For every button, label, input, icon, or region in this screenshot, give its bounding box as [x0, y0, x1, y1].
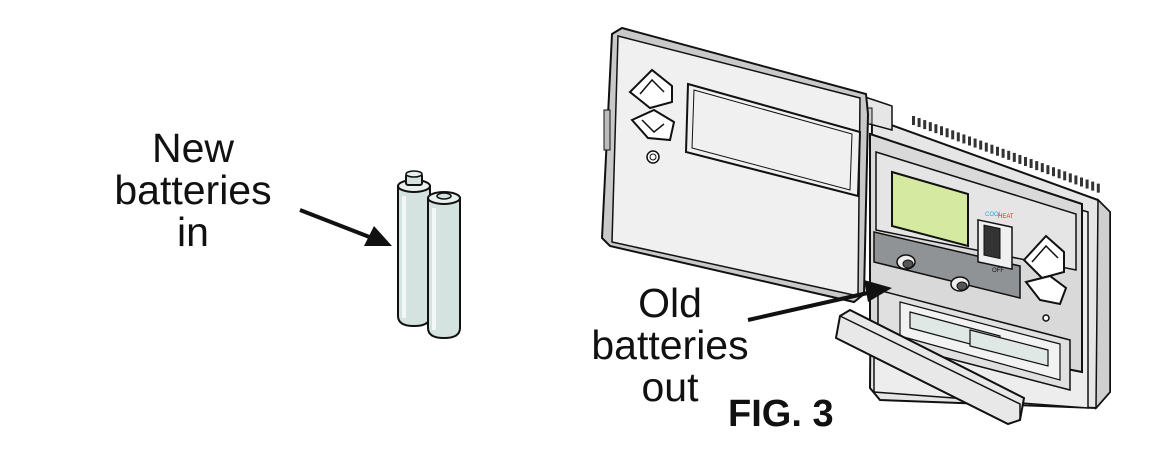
up-arrow-button: [1022, 234, 1065, 280]
battery-compartment: [877, 289, 1071, 391]
front-cover: [600, 26, 870, 304]
vent-slot: [962, 134, 966, 144]
battery-door: [834, 308, 1026, 426]
vent-slot: [1074, 175, 1078, 185]
arrow-new-batteries: [299, 208, 392, 246]
vent-slot: [1052, 167, 1055, 177]
vent-slots: [912, 116, 1100, 193]
old-batteries-label-line1: Old: [638, 280, 702, 326]
vent-slot: [1040, 163, 1044, 173]
vent-slot: [973, 138, 977, 148]
new-batteries-label-line2: batteries: [114, 166, 272, 213]
thermostat: COOL HEAT OFF: [600, 26, 1111, 426]
vent-slot: [996, 146, 999, 156]
vent-slot: [1096, 183, 1100, 193]
figure-label: FIG. 3: [728, 393, 834, 435]
vent-slot: [1029, 159, 1033, 169]
vent-slot: [917, 118, 921, 128]
new-batteries: [397, 170, 461, 340]
down-arrow-button: [1024, 274, 1068, 306]
vent-slot: [1046, 165, 1050, 175]
cover-window: [684, 82, 862, 198]
vent-slot: [1007, 150, 1011, 160]
vent-slot: [1080, 177, 1083, 187]
vent-slot: [979, 140, 983, 150]
vent-slot: [1035, 161, 1039, 171]
vent-slot: [968, 136, 971, 146]
vent-slot: [934, 124, 938, 134]
indicator-led: [1042, 314, 1050, 322]
old-batteries-label-line2: batteries: [591, 321, 749, 368]
battery-front: [427, 191, 461, 340]
battery-rear: [397, 170, 431, 328]
vent-slot: [1085, 179, 1089, 189]
vent-slot: [1091, 181, 1095, 191]
switch-cool-label: COOL: [985, 212, 1003, 218]
vent-slot: [912, 116, 915, 125]
vent-slot: [928, 122, 932, 132]
display-screen: [891, 170, 969, 248]
vent-slot: [1001, 148, 1005, 158]
switch-off-label: OFF: [992, 268, 1004, 274]
vent-slot: [951, 130, 955, 140]
old-battery-in-slot: [909, 311, 1049, 367]
vent-slot: [1018, 154, 1022, 164]
cover-round-button: [646, 150, 660, 164]
arrow-old-batteries: [747, 280, 892, 322]
round-button-left: [896, 254, 916, 270]
vent-slot: [940, 126, 943, 136]
vent-slot: [956, 132, 960, 142]
vent-slot: [1012, 152, 1016, 162]
mode-switch: COOL HEAT OFF: [977, 212, 1014, 274]
cover-down-button: [630, 108, 676, 142]
vent-slot: [945, 128, 949, 138]
vent-slot: [1024, 157, 1027, 166]
vent-slot: [923, 120, 927, 130]
vent-slot: [1068, 173, 1072, 183]
new-batteries-label: New batteries in: [78, 125, 308, 255]
new-batteries-label-line3: in: [177, 208, 209, 255]
old-batteries-label-line3: out: [641, 363, 699, 410]
cover-up-button: [628, 68, 673, 110]
vent-slot: [1063, 171, 1067, 181]
new-batteries-label-line1: New: [151, 125, 235, 171]
switch-heat-label: HEAT: [998, 214, 1014, 220]
vent-slot: [990, 144, 994, 154]
round-button-right: [950, 276, 970, 292]
vent-slot: [1057, 169, 1061, 179]
old-batteries-label: Old batteries out: [560, 280, 780, 410]
vent-slot: [984, 142, 988, 152]
